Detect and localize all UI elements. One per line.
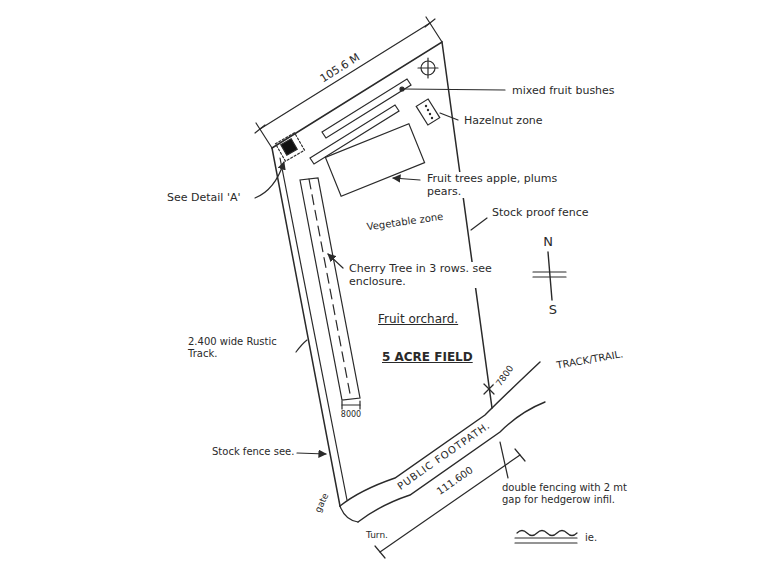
extension-line [426,17,442,42]
dimension-text: 105.6 M [316,50,364,87]
dimension-text: 8000 [339,410,363,420]
dimension-line [260,23,430,129]
path-label: TRACK/TRAIL. [554,348,626,372]
dimension-tick [484,384,494,394]
compass-bar [533,271,566,272]
detail-a-enclosure [275,133,304,161]
cherry-row [309,179,351,399]
callout-note: 2.400 wide Rustic Track. [186,336,295,360]
leader-arrow [328,254,343,268]
dimension-line [342,404,360,405]
hazelnut-dot [431,117,433,119]
leader-line [440,113,458,120]
callout-note: Hazelnut zone [462,114,545,127]
callout-note: Fruit trees apple, plums pears. [425,172,579,198]
dimension-tick [359,401,360,409]
compass-letter: N [541,234,555,250]
detail-a-building [281,139,297,155]
dimension-tick [255,125,265,133]
cherry-enclosure [300,178,360,400]
hazelnut-box [416,99,440,125]
leader-arrow [393,178,420,180]
zone-label: Vegetable zone [364,210,446,233]
fruit-tree-block [325,124,424,197]
compass-bar [533,276,566,277]
dimension-line [380,455,520,552]
leader-arrow [255,162,284,198]
callout-note: Turn. [364,530,390,541]
compass-letter: S [547,302,559,318]
dimension-tick [375,546,385,558]
callout-note: Stock fence see. [210,446,296,458]
hedgerow-symbol [515,537,577,538]
dimension-tick [425,19,435,27]
field-title: 5 ACRE FIELD [380,350,475,364]
turn-curve [340,506,358,522]
hazelnut-dot [427,109,429,111]
legend-note: ie. [583,532,599,544]
callout-note: See Detail 'A' [165,191,243,204]
survey-marker [418,67,438,68]
hedgerow-symbol [517,531,577,536]
leader-line [296,340,307,352]
hazelnut-dot [425,105,427,107]
dimension-text: 111.600 [433,463,477,499]
fruit-bush-bed [310,105,399,164]
leader-line [471,218,487,230]
dimension-tick [515,449,525,461]
dimension-tick [341,401,342,409]
leader-line [500,442,508,478]
callout-note: mixed fruit bushes [510,84,617,97]
callout-note: double fencing with 2 mt gap for hedgero… [500,482,629,506]
field-boundary [272,42,492,408]
leader-line [403,89,505,90]
callout-note: Stock proof fence [490,206,590,219]
callout-note: Cherry Tree in 3 rows. see enclosure. [347,262,496,288]
dimension-text: 7800 [493,362,517,390]
gate-label: gate [312,490,332,517]
leader-arrow [297,453,326,454]
dimension-tick [484,384,494,394]
compass-needle [548,252,552,300]
hedgerow-symbol [515,542,577,543]
zone-label: Fruit orchard. [376,312,460,326]
leader-dot [400,87,404,91]
hazelnut-dot [429,113,431,115]
